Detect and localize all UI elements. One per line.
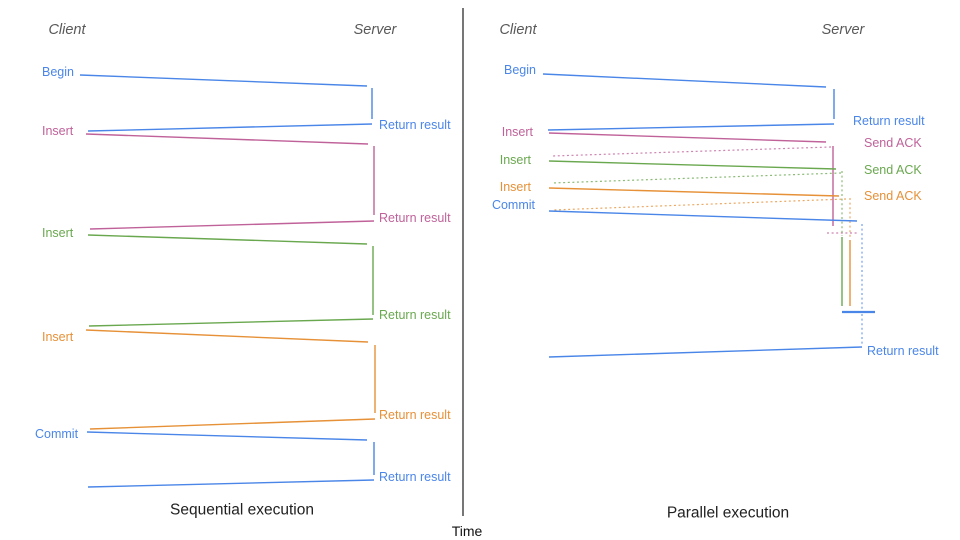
- seq-server-header: Server: [354, 22, 398, 38]
- par-insert1-ack-label: Send ACK: [864, 136, 922, 150]
- seq-insert3-return-label: Return result: [379, 408, 451, 422]
- sequential-caption: Sequential execution: [170, 502, 314, 519]
- parallel-caption: Parallel execution: [667, 505, 789, 522]
- par-insert1-ack-arrow: [551, 146, 832, 157]
- par-insert1-label: Insert: [502, 125, 534, 139]
- seq-commit-request-arrow: [86, 431, 368, 441]
- par-insert3-label: Insert: [500, 180, 532, 194]
- sequential-panel: Client Server Begin Return result Insert…: [35, 22, 451, 519]
- par-server-header: Server: [822, 22, 866, 38]
- seq-client-header: Client: [48, 22, 86, 38]
- par-commit-label: Commit: [492, 198, 536, 212]
- seq-insert1-return-arrow: [89, 220, 375, 230]
- par-begin-return-arrow: [547, 123, 835, 131]
- par-insert3-request-arrow: [548, 187, 840, 197]
- par-insert2-label: Insert: [500, 153, 532, 167]
- seq-commit-return-arrow: [87, 479, 375, 488]
- seq-insert1-return-label: Return result: [379, 211, 451, 225]
- seq-insert1-request-arrow: [85, 133, 369, 145]
- par-begin-label: Begin: [504, 63, 536, 77]
- seq-insert2-return-arrow: [88, 318, 374, 327]
- seq-begin-return-label: Return result: [379, 118, 451, 132]
- seq-insert3-return-arrow: [89, 418, 376, 430]
- par-insert3-ack-arrow: [552, 198, 847, 211]
- par-insert3-ack-label: Send ACK: [864, 189, 922, 203]
- par-begin-request-arrow: [542, 73, 827, 88]
- seq-insert2-request-arrow: [87, 234, 368, 245]
- seq-begin-request-arrow: [79, 74, 368, 87]
- seq-insert2-label: Insert: [42, 226, 74, 240]
- seq-insert3-request-arrow: [85, 329, 369, 343]
- par-commit-return-arrow: [548, 346, 863, 358]
- seq-commit-label: Commit: [35, 427, 79, 441]
- par-insert2-ack-label: Send ACK: [864, 163, 922, 177]
- seq-insert2-return-label: Return result: [379, 308, 451, 322]
- time-axis-label: Time: [452, 523, 483, 539]
- seq-insert3-label: Insert: [42, 330, 74, 344]
- par-client-header: Client: [499, 22, 537, 38]
- par-insert1-request-arrow: [548, 132, 827, 143]
- par-begin-return-label: Return result: [853, 114, 925, 128]
- par-commit-return-label: Return result: [867, 344, 939, 358]
- seq-commit-return-label: Return result: [379, 470, 451, 484]
- seq-begin-label: Begin: [42, 65, 74, 79]
- par-insert2-request-arrow: [548, 160, 837, 170]
- seq-begin-return-arrow: [87, 123, 373, 132]
- par-insert2-ack-arrow: [551, 172, 842, 184]
- par-commit-request-arrow: [548, 210, 858, 222]
- parallel-panel: Client Server Begin Return result Insert…: [492, 22, 939, 522]
- seq-insert1-label: Insert: [42, 124, 74, 138]
